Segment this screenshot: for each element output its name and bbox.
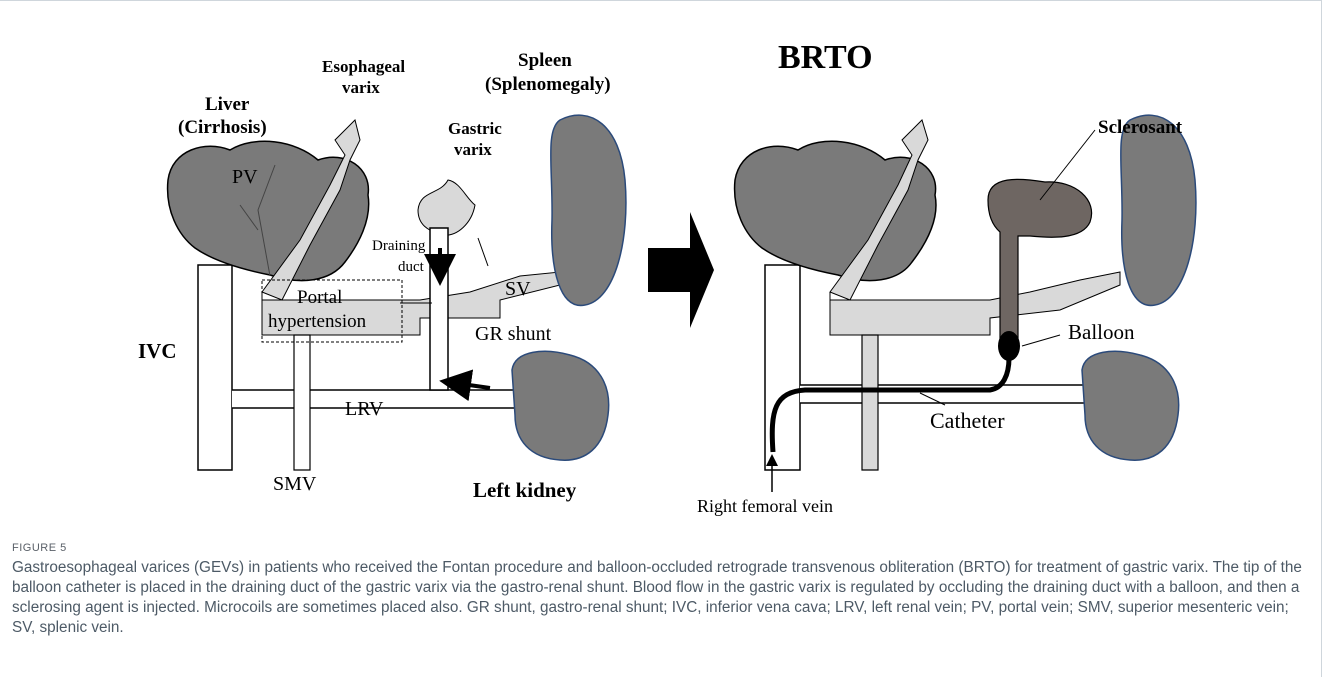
balloon-leader: [1022, 335, 1060, 346]
label-gastric-sub: varix: [454, 140, 492, 159]
label-splenomegaly: (Splenomegaly): [485, 74, 611, 95]
spleen-organ: [551, 115, 626, 305]
label-gastric: Gastric: [448, 119, 502, 138]
label-cirrhosis: (Cirrhosis): [178, 117, 267, 138]
label-liver: Liver: [205, 94, 250, 115]
figure-caption: Gastroesophageal varices (GEVs) in patie…: [12, 558, 1302, 638]
label-lrv: LRV: [345, 398, 384, 420]
balloon: [998, 331, 1020, 361]
label-draining: Draining: [372, 238, 426, 254]
label-esophageal-sub: varix: [342, 78, 380, 97]
label-ivc: IVC: [138, 339, 177, 363]
label-sclerosant: Sclerosant: [1098, 117, 1183, 138]
label-spleen: Spleen: [518, 50, 572, 71]
label-gr-shunt: GR shunt: [475, 323, 552, 345]
label-duct: duct: [398, 259, 425, 275]
left-panel: Liver (Cirrhosis) Esophageal varix Splee…: [138, 50, 626, 502]
label-smv: SMV: [273, 473, 317, 495]
left-kidney-organ-right: [1082, 351, 1179, 460]
catheter-line: [772, 358, 1009, 452]
left-kidney-organ: [512, 351, 609, 460]
label-sv: SV: [505, 278, 531, 300]
transition-arrow: [648, 212, 714, 328]
label-left-kidney: Left kidney: [473, 478, 577, 502]
smv-vessel: [294, 335, 310, 470]
label-balloon: Balloon: [1068, 320, 1135, 344]
label-hypertension: hypertension: [268, 311, 367, 332]
brto-diagram: Liver (Cirrhosis) Esophageal varix Splee…: [0, 0, 1322, 540]
label-brto: BRTO: [778, 39, 873, 76]
label-portal: Portal: [297, 287, 342, 308]
liver-organ-right: [735, 141, 936, 280]
label-esophageal: Esophageal: [322, 57, 405, 76]
spleen-organ-right: [1121, 115, 1196, 305]
flow-arrow-hollow-up: [478, 238, 488, 266]
label-right-femoral-vein: Right femoral vein: [697, 496, 833, 516]
ivc-vessel: [198, 265, 232, 470]
liver-organ: [168, 141, 369, 280]
right-panel: BRTO Sclerosant Balloon Catheter Right f…: [697, 39, 1196, 516]
flow-arrow-left: [455, 383, 490, 388]
figure-label: FIGURE 5: [12, 542, 67, 554]
smv-vessel-right: [862, 335, 878, 470]
label-pv: PV: [232, 166, 258, 188]
label-catheter: Catheter: [930, 408, 1005, 433]
gastric-varix: [418, 180, 475, 235]
sclerosant-varix: [988, 179, 1092, 340]
